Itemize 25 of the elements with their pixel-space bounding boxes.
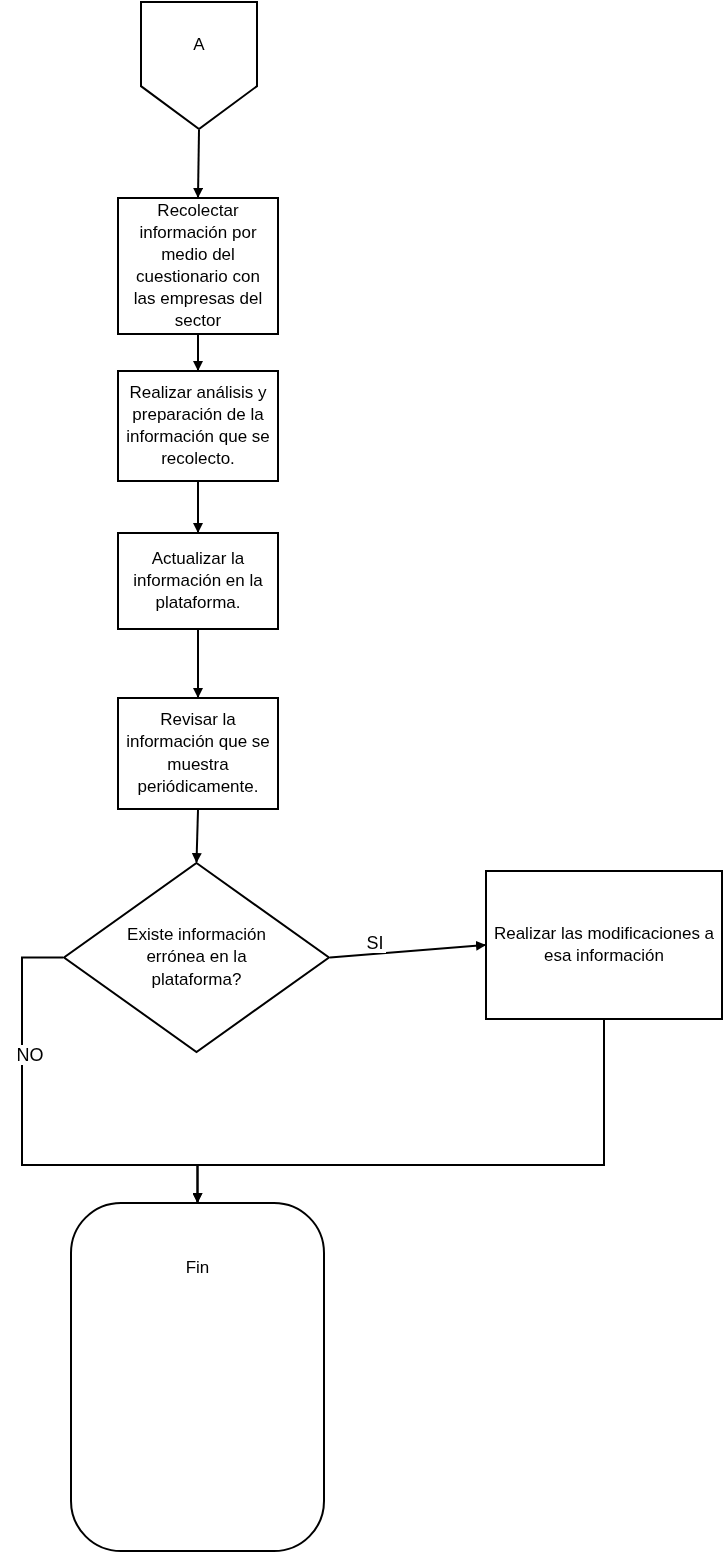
node-label: Recolectar información por medio del cuestionario con las empresas del sector	[132, 199, 264, 333]
node-label: Fin	[185, 1257, 210, 1279]
node-label: Realizar las modificaciones a esa información	[492, 922, 716, 967]
process-box	[485, 870, 723, 1020]
process-box	[117, 197, 279, 335]
terminator	[70, 1202, 325, 1552]
arrow	[193, 334, 203, 371]
process-box	[117, 370, 279, 482]
decision-diamond	[63, 862, 330, 1053]
edge-label: SI	[364, 933, 386, 953]
node-label: Actualizar la información en la plataforma.	[132, 547, 264, 615]
edge-label: NO	[14, 1045, 46, 1065]
arrow	[193, 481, 203, 533]
arrow	[193, 629, 203, 698]
arrow	[192, 1019, 605, 1203]
node-label: A	[193, 34, 205, 57]
node-label: Existe información errónea en la plataforma?	[126, 924, 267, 991]
process-box	[117, 532, 279, 630]
node-label: Revisar la información que se muestra periódicamente.	[125, 709, 271, 798]
arrow	[193, 129, 204, 198]
arrow	[191, 809, 202, 863]
process-box	[117, 697, 279, 810]
node-label: Realizar análisis y preparación de la información que se recolecto.	[125, 381, 271, 471]
off-page-connector	[140, 1, 258, 130]
arrow	[329, 940, 486, 959]
